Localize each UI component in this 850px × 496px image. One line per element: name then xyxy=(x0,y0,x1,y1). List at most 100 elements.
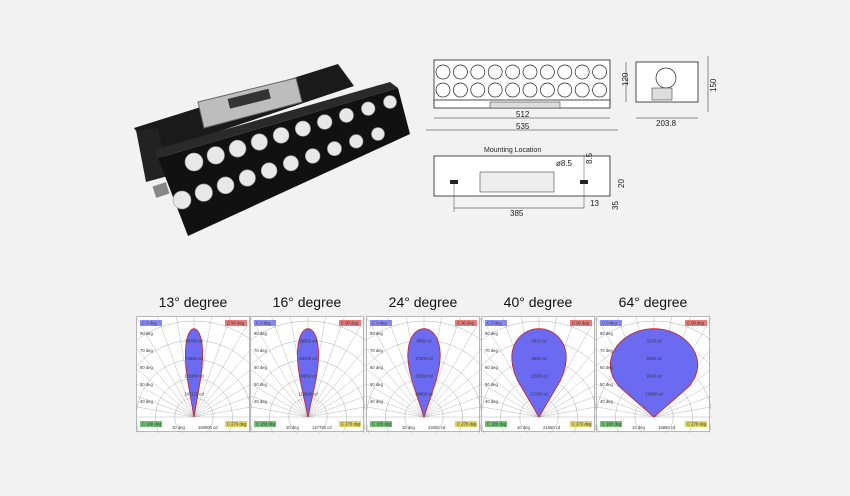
mounting-title: Mounting Location xyxy=(484,147,541,154)
led-outline xyxy=(435,82,451,98)
legend-item: C 0 deg xyxy=(485,320,507,326)
led-array xyxy=(172,95,397,210)
led-lens xyxy=(282,155,299,172)
beam-title-16: 16° degree xyxy=(272,294,342,310)
polar-spoke xyxy=(307,368,365,418)
product-photo xyxy=(134,64,410,236)
legend-label: C 90 deg xyxy=(572,321,590,326)
polar-spoke xyxy=(193,396,251,418)
polar-spoke xyxy=(367,406,425,418)
cd-label: 147120 cd xyxy=(184,391,204,396)
dim-8-5: 8.5 xyxy=(585,152,594,164)
polar-spoke xyxy=(367,396,425,418)
polar-spoke xyxy=(137,368,195,418)
polar-spoke xyxy=(538,368,596,418)
polar-spoke xyxy=(482,406,540,418)
footer-cd: 43250 cd xyxy=(428,425,446,430)
polar-spoke xyxy=(367,368,425,418)
polar-spoke xyxy=(597,396,655,418)
footer-angle: 10 deg xyxy=(402,425,415,430)
angle-label: 40 deg xyxy=(140,399,153,404)
polar-spoke xyxy=(137,317,195,418)
polar-spoke xyxy=(137,383,195,418)
cd-label: 6340 cd xyxy=(647,356,663,361)
led-outline xyxy=(557,82,573,98)
legend-label: C 90 deg xyxy=(687,321,705,326)
led-outline xyxy=(522,82,538,98)
legend-label: C 180 deg xyxy=(256,422,276,427)
cd-label: 59100 cd xyxy=(299,356,317,361)
led-lens xyxy=(172,190,192,210)
polar-spoke xyxy=(538,406,596,418)
legend-item: C 90 deg xyxy=(570,320,592,326)
led-outline xyxy=(453,82,468,98)
polar-spoke xyxy=(367,348,425,418)
polar-spoke xyxy=(251,396,309,418)
led-outline xyxy=(557,64,573,80)
led-outline xyxy=(540,64,555,80)
legend-item: C 90 deg xyxy=(455,320,477,326)
legend-item: C 90 deg xyxy=(225,320,247,326)
legend-label: C 90 deg xyxy=(341,321,359,326)
led-lens xyxy=(184,152,204,172)
footer-cd: 147750 cd xyxy=(312,425,332,430)
legend-item: C 0 deg xyxy=(370,320,392,326)
cd-label: 34600 cd xyxy=(415,391,433,396)
cd-label: 12680 cd xyxy=(645,391,663,396)
led-lens xyxy=(238,169,256,187)
mounting-view: Mounting Location 385 ø8.5 8.5 20 13 35 xyxy=(433,147,626,218)
polar-spoke xyxy=(307,317,365,418)
polar-spoke xyxy=(307,406,365,418)
polar-spoke xyxy=(137,348,195,418)
polar-spoke xyxy=(423,406,481,418)
polar-spoke xyxy=(251,368,309,418)
led-lens xyxy=(371,127,385,141)
legend-item: C 90 deg xyxy=(339,320,361,326)
legend-item: C 270 deg xyxy=(685,421,707,427)
polar-spoke xyxy=(367,317,425,418)
polar-spoke xyxy=(597,406,655,418)
polar-spoke xyxy=(653,368,711,418)
angle-label: 40 deg xyxy=(485,399,498,404)
angle-label: 40 deg xyxy=(254,399,267,404)
angle-label: 70 deg xyxy=(485,348,498,353)
cd-label: 8650 cd xyxy=(417,338,433,343)
angle-label: 90 deg xyxy=(370,331,383,336)
led-lens xyxy=(228,139,247,158)
legend-label: C 270 deg xyxy=(572,422,592,427)
polar-spoke xyxy=(482,348,540,418)
dim-13: 13 xyxy=(590,199,599,208)
angle-label: 50 deg xyxy=(600,382,613,387)
beam-distribution xyxy=(297,328,319,418)
dim-203-8: 203.8 xyxy=(656,119,677,128)
polar-spoke xyxy=(597,383,655,418)
polar-spoke xyxy=(538,383,596,418)
cd-label: 73560 cd xyxy=(185,356,203,361)
angle-label: 70 deg xyxy=(254,348,267,353)
cd-label: 110340 cd xyxy=(184,374,204,379)
legend-label: C 90 deg xyxy=(227,321,245,326)
polar-spoke xyxy=(193,383,251,418)
polar-spoke xyxy=(423,317,481,418)
legend-item: C 0 deg xyxy=(600,320,622,326)
polar-spoke xyxy=(251,317,309,418)
polar-spoke xyxy=(193,368,251,418)
polar-spoke xyxy=(653,383,711,418)
legend-item: C 90 deg xyxy=(685,320,707,326)
cd-label: 9510 cd xyxy=(647,374,663,379)
polar-spoke xyxy=(251,348,309,418)
bracket-arm xyxy=(136,128,168,182)
angle-label: 90 deg xyxy=(600,331,613,336)
legend-label: C 270 deg xyxy=(227,422,247,427)
dim-385: 385 xyxy=(510,209,524,218)
angle-label: 40 deg xyxy=(600,399,613,404)
legend-item: C 180 deg xyxy=(370,421,392,427)
footer-cd: 183900 cd xyxy=(198,425,218,430)
led-outline xyxy=(574,82,590,98)
angle-label: 60 deg xyxy=(485,365,498,370)
cd-label: 36780 cd xyxy=(185,338,203,343)
beam-distribution xyxy=(511,328,567,418)
led-lens xyxy=(349,134,364,149)
